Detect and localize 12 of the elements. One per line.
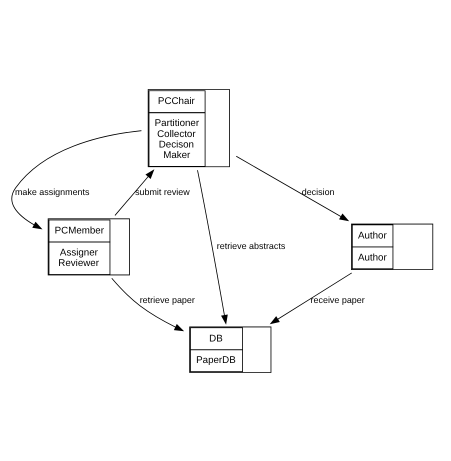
edge-label: retrieve paper — [140, 294, 195, 305]
edge-label: make assignments — [14, 186, 90, 197]
arrow — [111, 277, 184, 331]
edge-label: receive paper — [310, 294, 365, 305]
arrow — [114, 168, 154, 216]
edge-label: decision — [302, 186, 335, 197]
arrow — [11, 130, 142, 229]
arrow — [236, 155, 350, 221]
arrow — [270, 272, 352, 324]
edge-label: retrieve abstracts — [216, 240, 286, 251]
edge-label: submit review — [135, 186, 190, 197]
arrow — [197, 169, 228, 324]
